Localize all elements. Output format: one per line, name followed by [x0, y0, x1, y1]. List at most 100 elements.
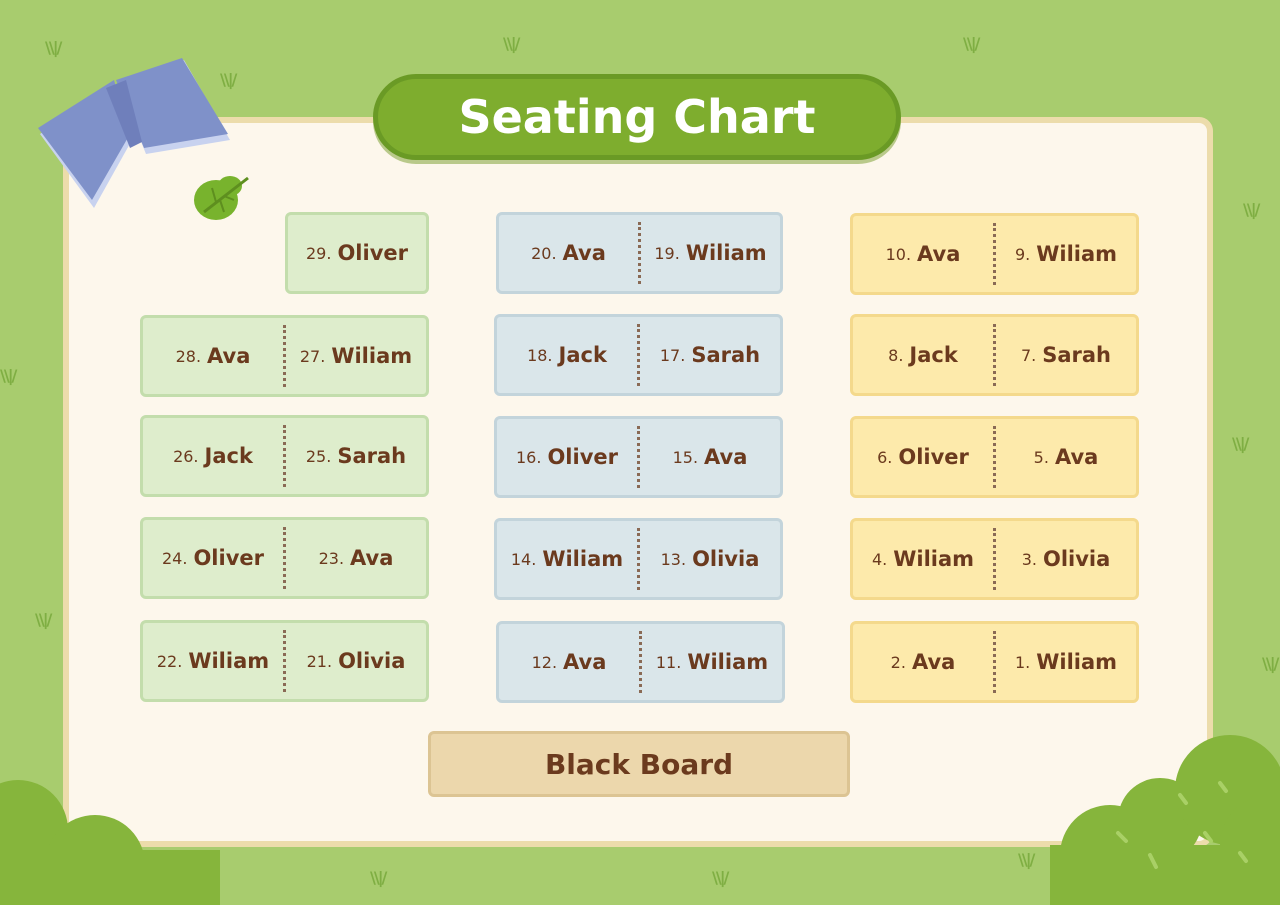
seat-12[interactable]: 12.Ava [499, 624, 639, 700]
seat-number: 20. [531, 243, 557, 263]
bush-icon [1050, 735, 1280, 905]
seat-21[interactable]: 21.Olivia [286, 623, 426, 699]
desk-18-17: 18.Jack 17.Sarah [494, 314, 783, 396]
seat-number: 4. [871, 549, 888, 569]
book-icon [38, 58, 230, 208]
seat-29[interactable]: 29.Oliver [288, 215, 426, 291]
seat-14[interactable]: 14.Wiliam [497, 521, 637, 597]
seat-number: 29. [306, 243, 332, 263]
seat-number: 22. [156, 651, 183, 671]
seat-23[interactable]: 23.Ava [286, 520, 426, 596]
desk-divider [638, 222, 641, 284]
seat-number: 13. [660, 549, 687, 569]
desk-divider [283, 325, 286, 387]
student-name: Olivia [1042, 547, 1111, 571]
desk-6-5: 6.Oliver 5.Ava [850, 416, 1139, 498]
grass-icon: \\|/ [1018, 850, 1035, 869]
desk-26-25: 26.Jack 25.Sarah [140, 415, 429, 497]
grass-icon: \\|/ [503, 34, 520, 53]
student-name: Oliver [547, 445, 618, 469]
grass-icon: \\|/ [0, 366, 17, 385]
seat-20[interactable]: 20.Ava [499, 215, 638, 291]
seat-number: 21. [306, 651, 333, 671]
grass-icon: \\|/ [712, 868, 729, 887]
student-name: Wiliam [1036, 650, 1118, 674]
seat-3[interactable]: 3.Olivia [996, 521, 1136, 597]
student-name: Oliver [898, 445, 969, 469]
seat-number: 17. [659, 345, 686, 365]
student-name: Ava [207, 344, 251, 368]
student-name: Oliver [193, 546, 264, 570]
seat-number: 16. [516, 447, 542, 467]
seat-25[interactable]: 25.Sarah [286, 418, 426, 494]
seat-24[interactable]: 24.Oliver [143, 520, 283, 596]
seat-16[interactable]: 16.Oliver [497, 419, 637, 495]
seat-13[interactable]: 13.Olivia [640, 521, 780, 597]
seat-22[interactable]: 22.Wiliam [143, 623, 283, 699]
seat-8[interactable]: 8.Jack [853, 317, 993, 393]
desk-divider [993, 631, 996, 693]
desk-divider [993, 223, 996, 285]
grass-icon: \\|/ [1232, 434, 1249, 453]
desk-22-21: 22.Wiliam 21.Olivia [140, 620, 429, 702]
seat-number: 1. [1014, 652, 1031, 672]
student-name: Sarah [691, 343, 761, 367]
seat-6[interactable]: 6.Oliver [853, 419, 993, 495]
desk-4-3: 4.Wiliam 3.Olivia [850, 518, 1139, 600]
desk-20-19: 20.Ava 19.Wiliam [496, 212, 783, 294]
seat-18[interactable]: 18.Jack [497, 317, 637, 393]
seat-number: 6. [877, 447, 893, 467]
desk-divider [637, 528, 640, 590]
desk-10-9: 10.Ava 9.Wiliam [850, 213, 1139, 295]
seat-number: 14. [510, 549, 537, 569]
seat-number: 15. [672, 447, 699, 467]
seat-number: 27. [299, 346, 326, 366]
seat-27[interactable]: 27.Wiliam [286, 318, 426, 394]
seat-15[interactable]: 15.Ava [640, 419, 780, 495]
grass-icon: \\|/ [220, 70, 237, 89]
seat-17[interactable]: 17.Sarah [640, 317, 780, 393]
student-name: Wiliam [685, 241, 767, 265]
seat-number: 5. [1033, 447, 1049, 467]
seat-28[interactable]: 28.Ava [143, 318, 283, 394]
student-name: Ava [563, 650, 607, 674]
seat-11[interactable]: 11.Wiliam [642, 624, 782, 700]
seat-4[interactable]: 4.Wiliam [853, 521, 993, 597]
seat-number: 18. [527, 345, 553, 365]
seat-number: 9. [1014, 244, 1031, 264]
student-name: Oliver [337, 241, 408, 265]
seat-10[interactable]: 10.Ava [853, 216, 993, 292]
grass-icon: \\|/ [35, 610, 52, 629]
student-name: Ava [350, 546, 394, 570]
desk-divider [637, 426, 640, 488]
desk-divider [993, 528, 996, 590]
seat-number: 8. [888, 345, 904, 365]
seat-2[interactable]: 2.Ava [853, 624, 993, 700]
seat-number: 19. [654, 243, 680, 263]
seat-7[interactable]: 7.Sarah [996, 317, 1136, 393]
blackboard: Black Board [428, 731, 850, 797]
seat-9[interactable]: 9.Wiliam [996, 216, 1136, 292]
seat-number: 23. [318, 548, 345, 568]
desk-divider [283, 630, 286, 692]
bush-icon [0, 780, 220, 905]
student-name: Olivia [692, 547, 760, 571]
desk-divider [283, 425, 286, 487]
student-name: Olivia [338, 649, 406, 673]
student-name: Jack [909, 343, 958, 367]
student-name: Ava [911, 650, 956, 674]
seat-1[interactable]: 1.Wiliam [996, 624, 1136, 700]
student-name: Jack [558, 343, 607, 367]
seat-number: 12. [531, 652, 558, 672]
seat-19[interactable]: 19.Wiliam [641, 215, 780, 291]
seat-26[interactable]: 26.Jack [143, 418, 283, 494]
student-name: Wiliam [893, 547, 975, 571]
student-name: Jack [204, 444, 253, 468]
seat-5[interactable]: 5.Ava [996, 419, 1136, 495]
seat-number: 10. [885, 244, 912, 264]
grass-icon: \\|/ [963, 34, 980, 53]
desk-14-13: 14.Wiliam 13.Olivia [494, 518, 783, 600]
seat-number: 7. [1020, 345, 1037, 365]
student-name: Wiliam [1036, 242, 1118, 266]
desk-16-15: 16.Oliver 15.Ava [494, 416, 783, 498]
